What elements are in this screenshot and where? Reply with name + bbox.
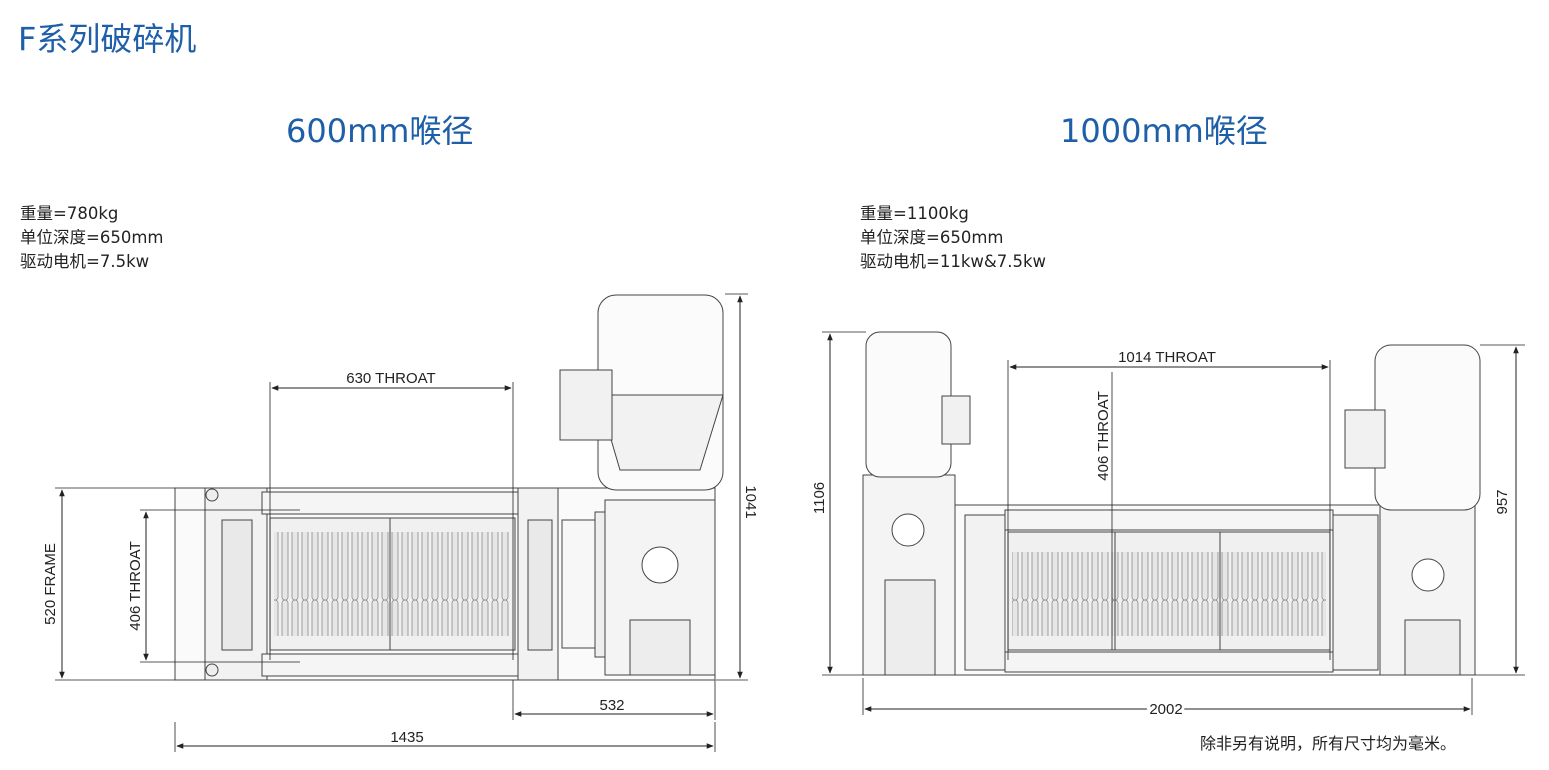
spec-weight: 重量=780kg	[20, 204, 119, 223]
machine-600-terminal-box	[559, 369, 613, 441]
machine-600-coupling	[561, 519, 598, 649]
machine-1000-drawing	[862, 331, 1481, 676]
dim-overall-height: 1041	[742, 485, 759, 518]
dim-throat-height: 406 THROAT	[1095, 391, 1112, 480]
dim-frame-height: 520 FRAME	[42, 543, 59, 625]
page-title: F系列破碎机	[18, 20, 197, 58]
machine-600-top-bar	[261, 491, 523, 515]
dim-throat-height: 406 THROAT	[127, 541, 144, 630]
spec-drive-motor: 驱动电机=11kw&7.5kw	[860, 252, 1047, 271]
units-footnote: 除非另有说明，所有尺寸均为毫米。	[1200, 734, 1457, 753]
machine-600-bottom-bar	[261, 653, 523, 677]
dim-overall-length: 1435	[390, 729, 423, 746]
machine-1000-dimensions	[822, 331, 1525, 715]
dim-left-height: 1106	[811, 482, 828, 514]
machine-600-title: 600mm喉径	[286, 112, 474, 150]
spec-unit-depth: 单位深度=650mm	[860, 228, 1004, 247]
dim-throat-width: 1014 THROAT	[1118, 349, 1216, 366]
machine-600-specs: 重量=780kg 单位深度=650mm 驱动电机=7.5kw	[20, 202, 163, 274]
machine-1000-title: 1000mm喉径	[1060, 112, 1268, 150]
dim-right-height: 957	[1494, 489, 1511, 514]
spec-unit-depth: 单位深度=650mm	[20, 228, 164, 247]
machine-1000-right-housing	[1332, 514, 1379, 671]
machine-1000-left-housing	[964, 514, 1006, 671]
dim-overall-length: 2002	[1149, 701, 1182, 718]
machine-1000-left-motor	[865, 331, 952, 478]
spec-weight: 重量=1100kg	[860, 204, 969, 223]
spec-drive-motor: 驱动电机=7.5kw	[20, 252, 150, 271]
dim-throat-width: 630 THROAT	[346, 370, 435, 387]
machine-1000-specs: 重量=1100kg 单位深度=650mm 驱动电机=11kw&7.5kw	[860, 202, 1046, 274]
machine-1000-right-motor	[1374, 344, 1481, 511]
dim-motor-width: 532	[599, 697, 624, 714]
machine-600-dimensions	[55, 293, 748, 752]
machine-600-drawing	[174, 294, 724, 681]
